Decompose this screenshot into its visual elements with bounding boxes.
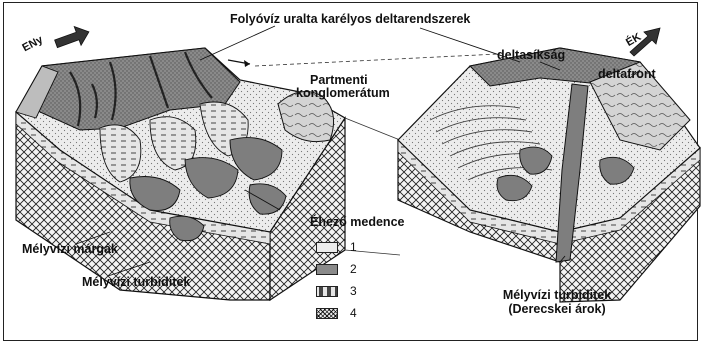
legend-number-1: 1 bbox=[350, 240, 357, 254]
legend-swatch-3 bbox=[316, 286, 338, 297]
label-deep-turbidites-left: Mélyvízi turbiditek bbox=[82, 275, 190, 289]
legend-item-3: 3 bbox=[316, 286, 376, 298]
right-block-diagram bbox=[398, 48, 700, 302]
legend-item-1: 1 bbox=[316, 242, 376, 254]
label-deep-turbidites-right-2: (Derecskei árok) bbox=[482, 302, 632, 316]
legend-item-2: 2 bbox=[316, 264, 376, 276]
label-delta-front: deltafront bbox=[598, 67, 656, 81]
flow-arrow bbox=[228, 60, 250, 67]
legend-swatch-2 bbox=[316, 264, 338, 275]
label-deep-turbidites-right-1: Mélyvízi turbiditek bbox=[482, 288, 632, 302]
legend-number-2: 2 bbox=[350, 262, 357, 276]
label-starved-basin: Éhező medence bbox=[310, 215, 404, 229]
legend-number-4: 4 bbox=[350, 306, 357, 320]
label-deep-marls: Mélyvízi márgák bbox=[22, 242, 118, 256]
label-shore-conglomerate-1: Partmenti bbox=[310, 73, 368, 87]
label-delta-systems: Folyóvíz uralta karélyos deltarendszerek bbox=[230, 12, 470, 26]
label-shore-conglomerate-2: konglomerátum bbox=[296, 86, 390, 100]
left-compass-arrow bbox=[53, 22, 93, 53]
legend-swatch-1 bbox=[316, 242, 338, 253]
label-delta-plain: deltasíkság bbox=[497, 48, 565, 62]
legend-number-3: 3 bbox=[350, 284, 357, 298]
legend-swatch-4 bbox=[316, 308, 338, 319]
legend-item-4: 4 bbox=[316, 308, 376, 320]
